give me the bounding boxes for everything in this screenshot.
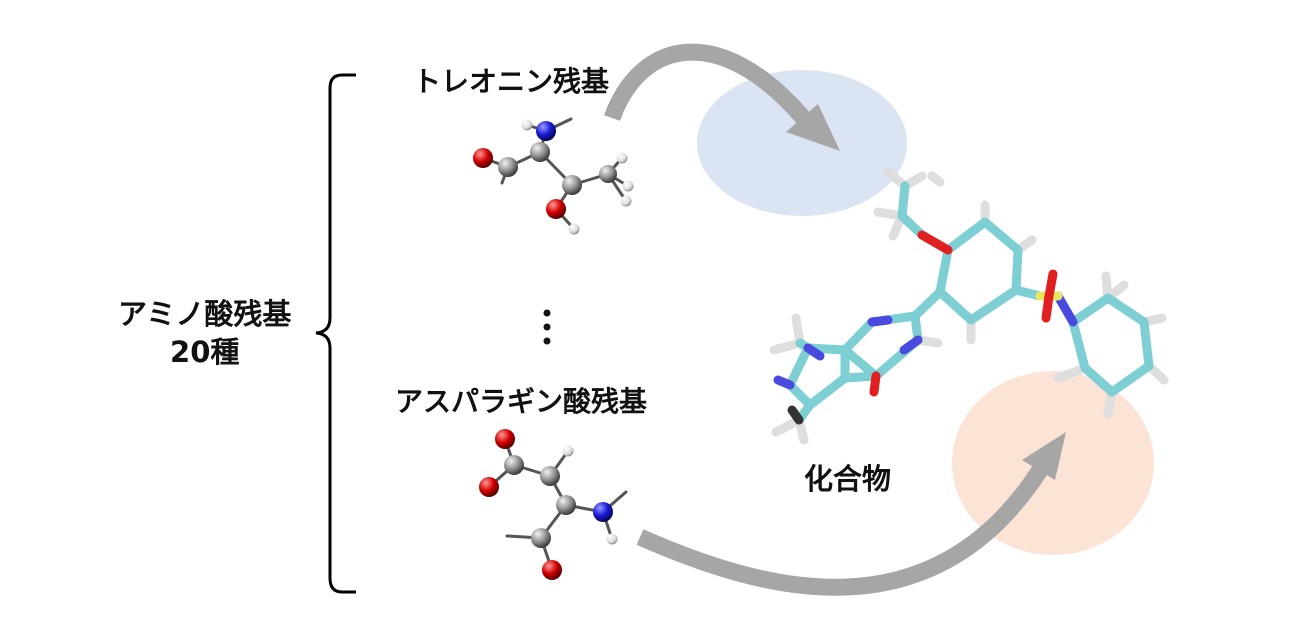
upper-arrow [604,43,840,151]
aspartate-molecule-model [479,429,628,580]
amino-acid-residues-label: アミノ酸残基 20種 [118,295,291,371]
nitrogen-atom [536,121,556,141]
ellipsis-dots [543,309,551,345]
oxygen-atom [479,477,499,497]
carbon-atom [504,455,524,475]
hydrogen-atom [562,445,574,457]
carbon-atom [530,142,550,162]
carbon-atom [556,495,576,515]
oxygen-atom [495,429,515,449]
hydrogen-atom [620,195,632,207]
amino-acid-label-line2: 20種 [170,335,240,369]
oxygen-atom [546,199,566,219]
aspartate-residue-label: アスパラギン酸残基 [395,385,648,418]
lower-arrow [636,432,1066,596]
amino-acid-label-line1: アミノ酸残基 [118,297,292,331]
oxygen-atom [542,560,562,580]
threonine-molecule-model [473,117,634,235]
curly-brace [315,73,356,594]
hydrogen-atom [568,223,580,235]
threonine-residue-label: トレオニン残基 [413,65,610,98]
blue-binding-region [697,70,907,216]
oxygen-atom [473,148,493,168]
carbon-atom [562,175,582,195]
carbon-atom [531,528,551,548]
compound-stick-model [769,167,1169,445]
hydrogen-atom [616,152,628,164]
nitrogen-atom [593,502,613,522]
hydrogen-atom [606,533,618,545]
compound-label: 化合物 [804,462,892,496]
carbon-atom [498,157,518,177]
carbon-atom [599,165,617,183]
carbon-atom [540,466,560,486]
hydrogen-atom [622,180,634,192]
hydrogen-atom [521,119,533,131]
